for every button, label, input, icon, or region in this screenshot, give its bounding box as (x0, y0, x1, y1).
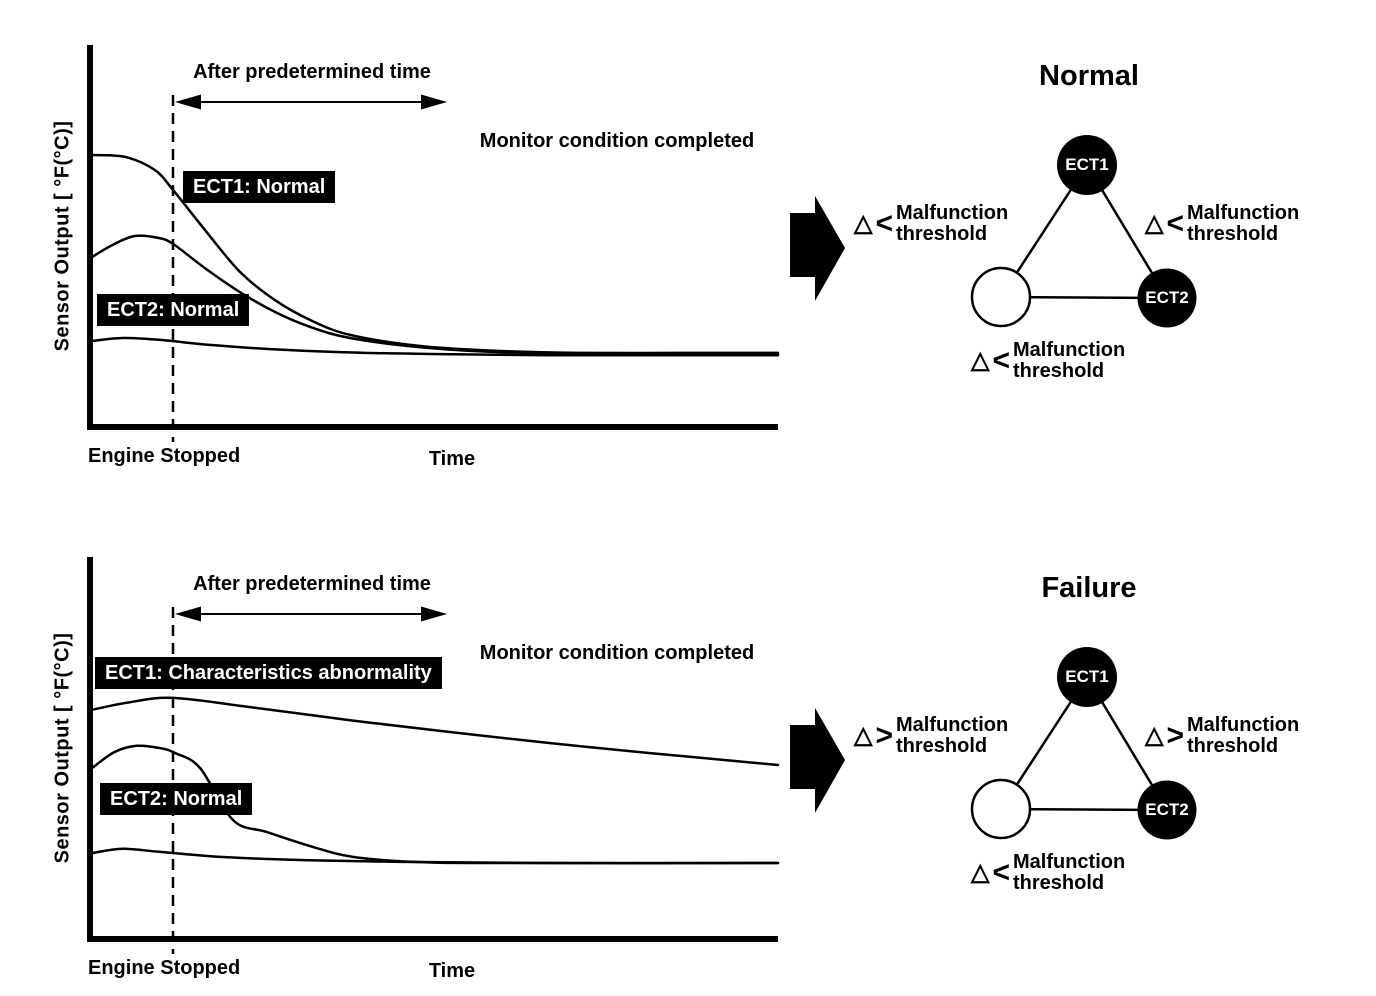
node-ect1-label: ECT1 (1065, 667, 1109, 686)
node-ect2-circle (1137, 780, 1197, 840)
ect2-curve-badge: ECT2: Normal (100, 783, 253, 815)
normal-graph-shapes (87, 45, 1197, 442)
curve-ect1-characteristics-abnormality (90, 696, 780, 767)
ect1-curve-badge: ECT1: Normal (183, 171, 336, 203)
comparison-operator: < (992, 344, 1010, 377)
panel-normal: Sensor Output [ °F(°C)] After predetermi… (51, 60, 1300, 470)
delta-icon: △ (1145, 722, 1164, 749)
curve-ect2-normal (90, 234, 780, 356)
y-axis-label: Sensor Output [ °F(°C)] (51, 120, 74, 352)
comparison-operator: < (992, 856, 1010, 889)
threshold-label-bottom: △ < Malfunction threshold (971, 340, 1125, 382)
ect2-curve-badge: ECT2: Normal (97, 294, 250, 326)
predetermined-time-arrow (175, 94, 447, 110)
node-ect1-label: ECT1 (1065, 155, 1109, 174)
threshold-text-line2: threshold (896, 223, 988, 245)
threshold-text-line1: Malfunction (896, 202, 1009, 224)
monitor-condition-label: Monitor condition completed (479, 642, 755, 664)
threshold-text-line2: threshold (1187, 223, 1279, 245)
predetermined-time-arrow (175, 606, 447, 622)
threshold-text-line1: Malfunction (1187, 202, 1300, 224)
result-block-arrow (790, 708, 845, 813)
failure-sensor-curves (90, 696, 780, 865)
curve-ambient (90, 847, 780, 865)
comparison-operator: > (1166, 719, 1184, 752)
node-reference-circle (970, 778, 1032, 840)
engine-stopped-label: Engine Stopped (88, 445, 241, 467)
normal-sensor-curves (90, 153, 780, 357)
node-ect2-circle (1137, 268, 1197, 328)
predetermined-time-label: After predetermined time (193, 61, 431, 83)
node-ect2-label: ECT2 (1145, 288, 1189, 307)
node-ect1-circle (1057, 135, 1117, 195)
delta-icon: △ (1145, 210, 1164, 237)
threshold-text-line1: Malfunction (1013, 851, 1126, 873)
threshold-label-left: △ < Malfunction threshold (854, 203, 1008, 245)
failure-graph-shapes (87, 557, 1197, 954)
comparison-operator: < (1166, 207, 1184, 240)
threshold-text-line1: Malfunction (1187, 714, 1300, 736)
y-axis-label: Sensor Output [ °F(°C)] (51, 632, 74, 864)
threshold-text-line2: threshold (1013, 360, 1105, 382)
delta-icon: △ (971, 859, 990, 886)
threshold-text-line2: threshold (1013, 872, 1105, 894)
threshold-label-left: △ > Malfunction threshold (854, 715, 1008, 757)
threshold-text-line2: threshold (896, 735, 988, 757)
result-title: Failure (1041, 572, 1137, 604)
result-title: Normal (1039, 60, 1139, 92)
engine-stopped-label: Engine Stopped (88, 957, 241, 979)
comparison-operator: > (875, 719, 893, 752)
x-axis-label: Time (428, 960, 476, 982)
delta-icon: △ (854, 210, 873, 237)
panel-failure: Sensor Output [ °F(°C)] After predetermi… (0, 512, 1376, 996)
x-axis-label: Time (428, 448, 476, 470)
relation-triangle (970, 647, 1197, 840)
threshold-text-line1: Malfunction (1013, 339, 1126, 361)
node-reference-circle (970, 266, 1032, 328)
threshold-text-line1: Malfunction (896, 714, 1009, 736)
threshold-label-right: △ > Malfunction threshold (1145, 715, 1299, 757)
node-ect2-label: ECT2 (1145, 800, 1189, 819)
monitor-condition-label: Monitor condition completed (479, 130, 755, 152)
ect1-curve-badge: ECT1: Characteristics abnormality (95, 657, 442, 689)
delta-icon: △ (854, 722, 873, 749)
node-ect1-circle (1057, 647, 1117, 707)
threshold-label-bottom: △ < Malfunction threshold (971, 852, 1125, 894)
result-block-arrow (790, 196, 845, 301)
curve-ambient (90, 336, 780, 357)
predetermined-time-label: After predetermined time (193, 573, 431, 595)
delta-icon: △ (971, 347, 990, 374)
relation-triangle (970, 135, 1197, 328)
threshold-label-right: △ < Malfunction threshold (1145, 203, 1299, 245)
comparison-operator: < (875, 207, 893, 240)
threshold-text-line2: threshold (1187, 735, 1279, 757)
